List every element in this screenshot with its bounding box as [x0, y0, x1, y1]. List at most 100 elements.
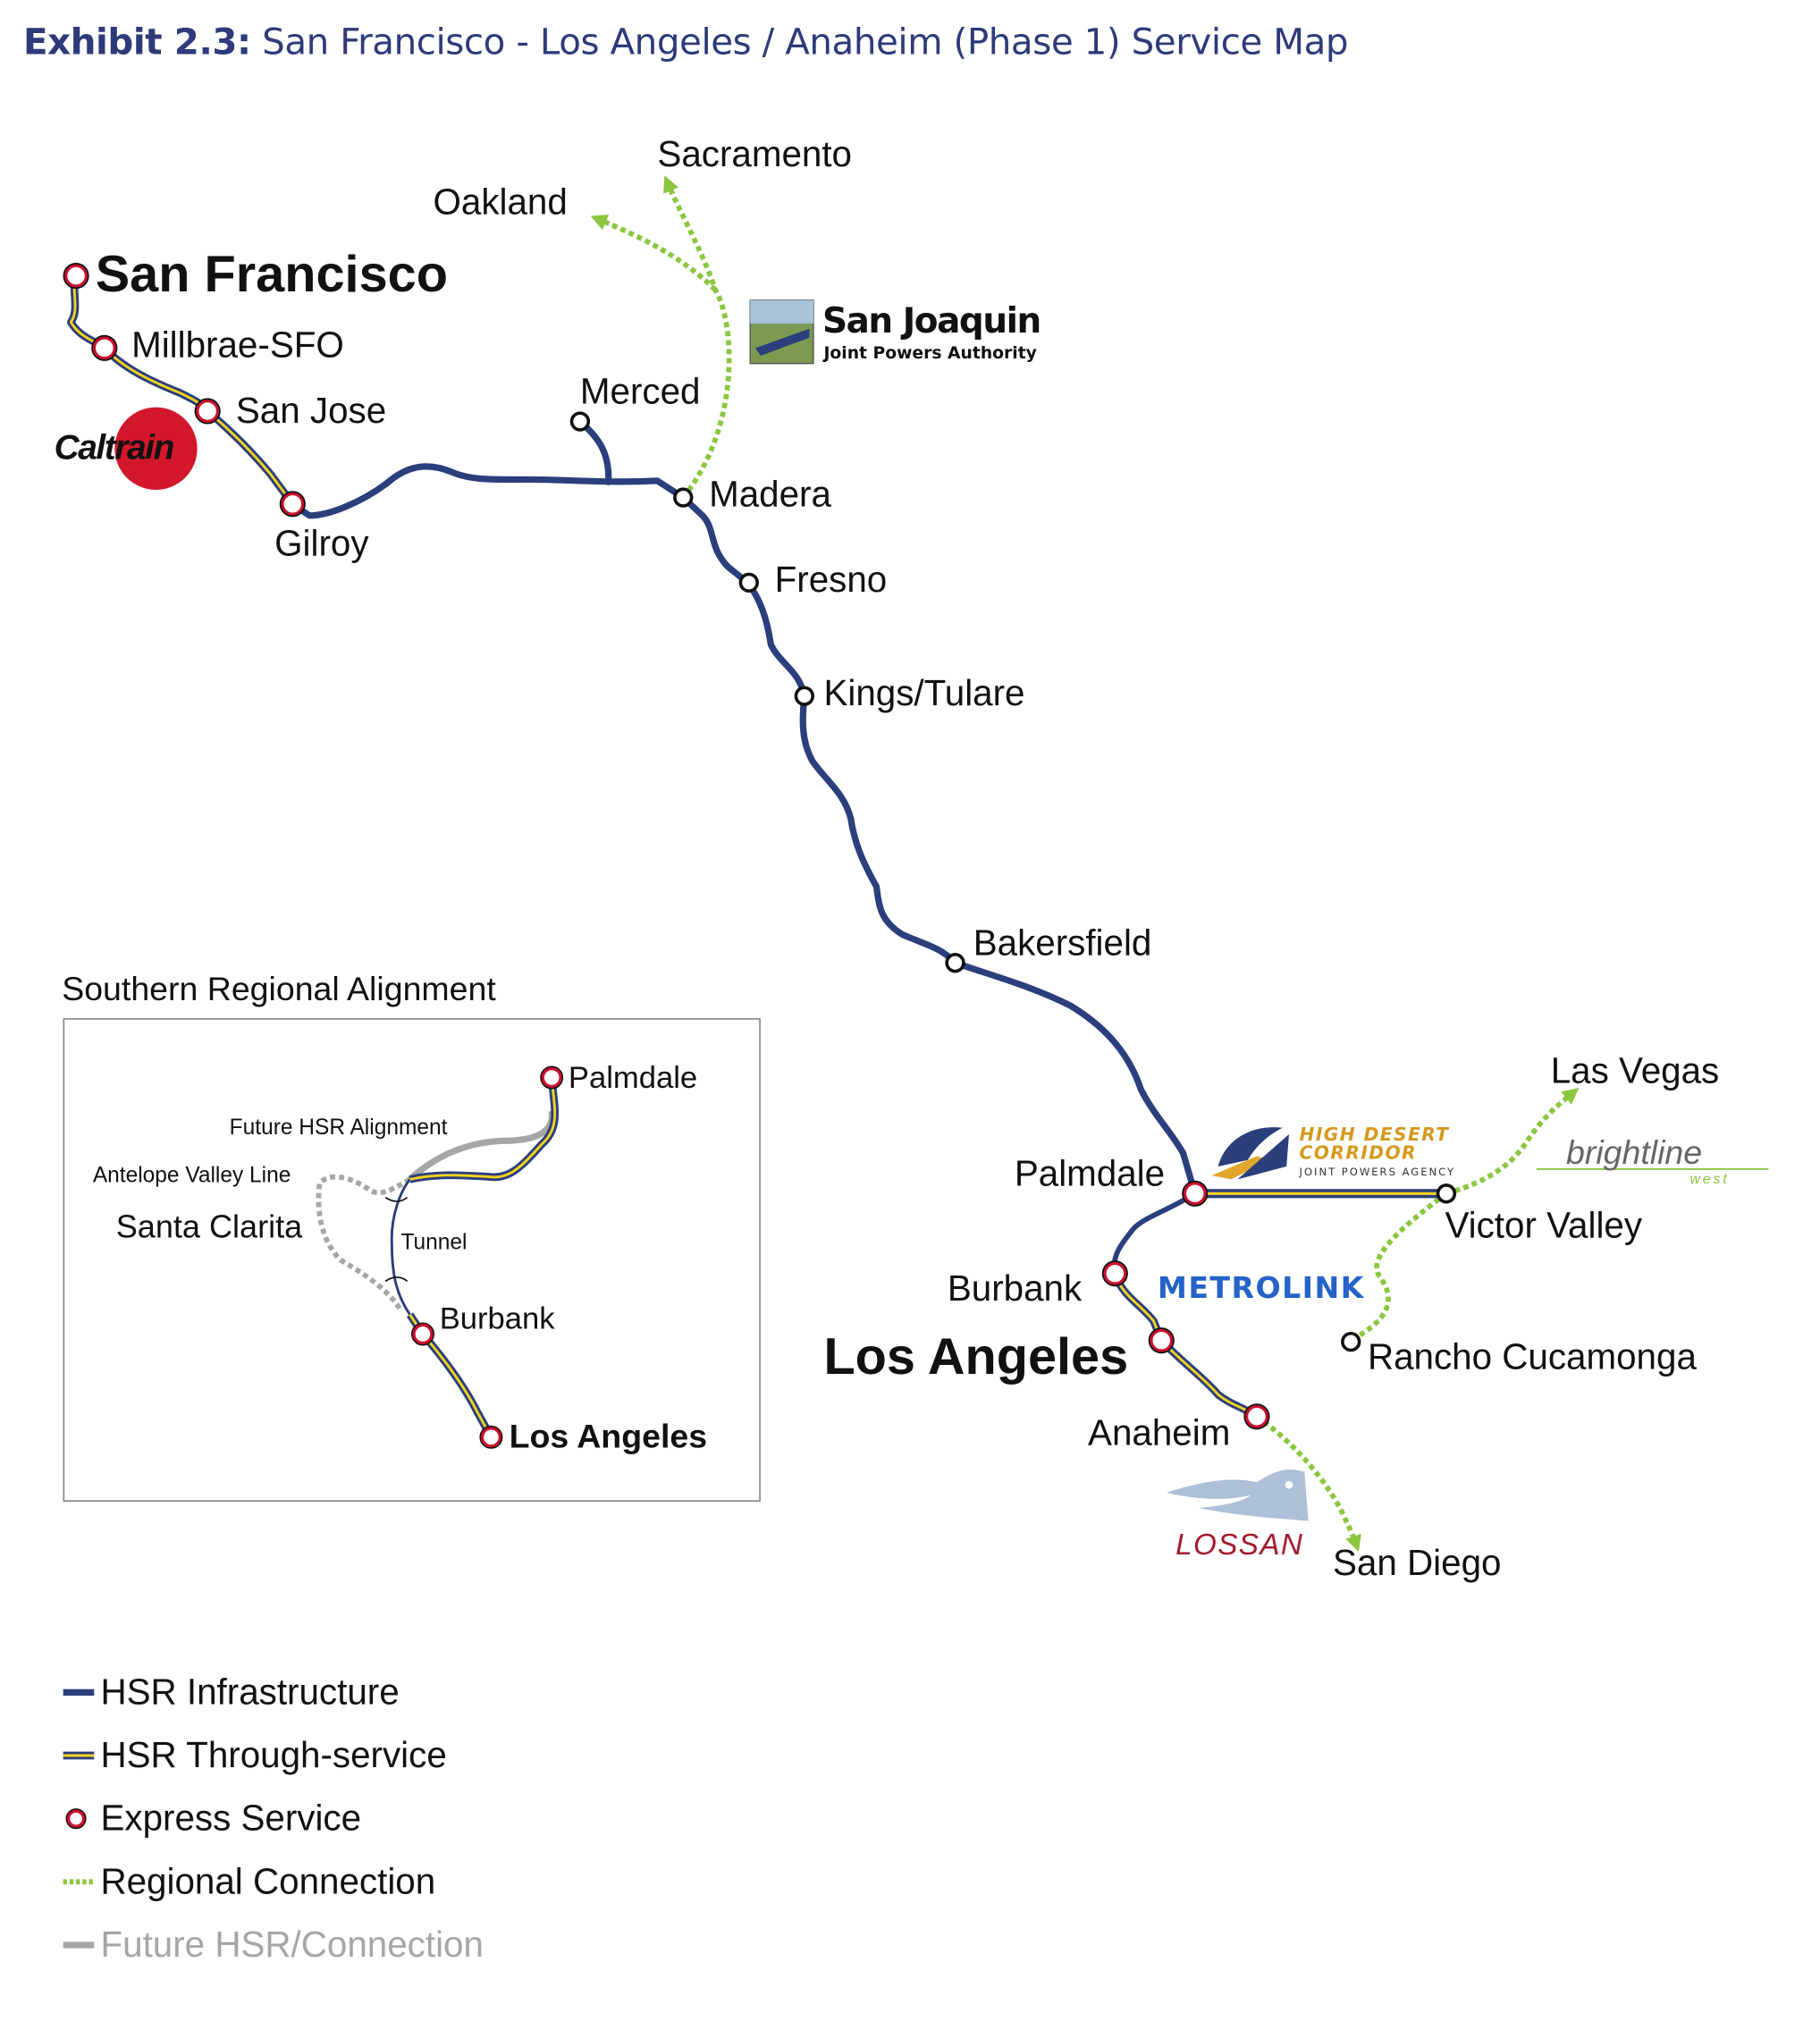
station-san-francisco-marker — [63, 264, 88, 288]
station-victor-valley-marker — [1436, 1183, 1457, 1204]
station-palmdale-marker — [1183, 1181, 1208, 1206]
caltrain-wordmark: Caltrain — [55, 428, 174, 467]
label-oakland: Oakland — [434, 181, 568, 222]
hsr-through-service — [66, 272, 1451, 1421]
inset-label-palmdale: Palmdale — [569, 1061, 697, 1095]
inset-label-burbank: Burbank — [440, 1302, 556, 1336]
legend-label: Future HSR/Connection — [100, 1924, 483, 1965]
regular-stations — [569, 411, 1457, 1352]
label-millbrae: Millbrae-SFO — [131, 324, 344, 365]
madera-oakland-connection — [590, 215, 718, 292]
label-san-diego: San Diego — [1333, 1542, 1501, 1583]
inset-label-santa-clarita: Santa Clarita — [116, 1208, 303, 1244]
hdc-line-2: Corridor — [1300, 1141, 1417, 1163]
inset-burbank-marker — [412, 1323, 434, 1345]
hdc-line-1: High Desert — [1300, 1124, 1451, 1145]
inset-label-future-hsr: Future HSR Alignment — [230, 1116, 448, 1140]
exhibit-caption: San Francisco - Los Angeles / Anaheim (P… — [262, 21, 1349, 63]
express-stations — [63, 264, 1269, 1429]
sf-gilroy-through-gold — [69, 274, 294, 506]
madera-palmdale-segment — [679, 494, 1199, 1197]
label-las-vegas: Las Vegas — [1551, 1049, 1719, 1090]
inset-label-antelope: Antelope Valley Line — [93, 1163, 291, 1187]
inset-title: Southern Regional Alignment — [62, 970, 496, 1007]
merced-spur — [577, 417, 612, 485]
inset-future-hsr-line — [408, 1110, 556, 1183]
lossan-logo: LOSSAN — [1167, 1469, 1309, 1562]
brightline-wordmark: brightline — [1566, 1133, 1702, 1171]
label-san-francisco: San Francisco — [96, 246, 448, 303]
legend-item-through-service: HSR Through-service — [63, 1734, 447, 1775]
victor-valley-lasvegas-connection — [1445, 1088, 1580, 1197]
station-san-jose-marker — [195, 399, 220, 424]
anaheim-sandiego-connection — [1255, 1414, 1361, 1553]
station-madera-marker — [673, 487, 694, 508]
caltrain-logo: Caltrain — [55, 407, 198, 490]
label-victor-valley: Victor Valley — [1445, 1204, 1642, 1245]
brightline-sub: west — [1689, 1172, 1729, 1187]
inset-palmdale-marker — [541, 1066, 563, 1089]
inset-label-tunnel: Tunnel — [400, 1230, 467, 1254]
inset-antelope-valley-line — [316, 1174, 411, 1310]
label-los-angeles: Los Angeles — [823, 1328, 1128, 1385]
label-san-jose: San Jose — [236, 390, 386, 431]
inset-la-marker — [480, 1426, 502, 1448]
station-los-angeles-marker — [1149, 1328, 1174, 1353]
station-gilroy-marker — [280, 492, 305, 517]
legend-item-future: Future HSR/Connection — [63, 1924, 484, 1965]
station-burbank-marker — [1102, 1261, 1127, 1286]
burbank-anaheim-through-gold — [1113, 1272, 1259, 1419]
hsr-infrastructure — [289, 417, 1199, 1197]
inset-label-los-angeles: Los Angeles — [510, 1417, 707, 1454]
inset-southern-alignment: Southern Regional Alignment Palmdale Fut… — [62, 970, 707, 1454]
exhibit-title: Exhibit 2.3: San Francisco - Los Angeles… — [22, 21, 1349, 63]
label-sacramento: Sacramento — [657, 133, 852, 174]
label-bakersfield: Bakersfield — [973, 922, 1152, 964]
legend: HSR Infrastructure HSR Through-service E… — [63, 1671, 484, 1965]
san-joaquin-logo: San Joaquin Joint Powers Authority — [749, 299, 1041, 365]
label-burbank: Burbank — [948, 1267, 1083, 1309]
lossan-wordmark: LOSSAN — [1175, 1528, 1303, 1562]
label-fresno: Fresno — [775, 559, 888, 600]
legend-label: HSR Infrastructure — [100, 1671, 399, 1712]
station-fresno-marker — [738, 572, 759, 593]
station-bakersfield-marker — [945, 952, 965, 973]
station-rancho-marker — [1341, 1331, 1361, 1352]
station-kings-tulare-marker — [794, 686, 814, 706]
inset-frame — [63, 1018, 761, 1502]
victor-valley-rancho-connection — [1349, 1191, 1448, 1343]
madera-sacramento-connection — [663, 175, 732, 500]
palmdale-burbank-hsr — [1111, 1191, 1198, 1276]
station-anaheim-marker — [1244, 1404, 1269, 1429]
brightline-west-logo: brightline west — [1536, 1133, 1769, 1187]
san-joaquin-name: San Joaquin — [822, 301, 1041, 341]
express-station-outlines — [63, 263, 1270, 1430]
high-desert-corridor-logo: High Desert Corridor JOINT POWERS AGENCY — [1211, 1124, 1456, 1180]
legend-item-infrastructure: HSR Infrastructure — [63, 1671, 400, 1712]
label-anaheim: Anaheim — [1088, 1411, 1230, 1453]
label-rancho-cucamonga: Rancho Cucamonga — [1368, 1335, 1697, 1377]
legend-item-regional: Regional Connection — [63, 1860, 435, 1901]
legend-label: Express Service — [100, 1798, 361, 1839]
regional-connections — [590, 175, 1580, 1553]
san-joaquin-subtitle: Joint Powers Authority — [822, 344, 1036, 363]
exhibit-number: Exhibit 2.3: — [22, 21, 251, 63]
label-merced: Merced — [580, 370, 701, 411]
inset-tunnel-line — [390, 1178, 411, 1316]
hdc-line-3: JOINT POWERS AGENCY — [1299, 1166, 1456, 1178]
label-madera: Madera — [709, 474, 831, 515]
label-gilroy: Gilroy — [274, 523, 369, 564]
station-labels: San Francisco Millbrae-SFO San Jose Gilr… — [96, 133, 1720, 1583]
gilroy-madera-segment — [289, 463, 687, 519]
legend-item-express: Express Service — [65, 1798, 361, 1839]
station-merced-marker — [569, 411, 591, 432]
label-palmdale: Palmdale — [1015, 1153, 1165, 1194]
legend-label: Regional Connection — [100, 1860, 435, 1901]
label-kings-tulare: Kings/Tulare — [823, 672, 1024, 713]
legend-label: HSR Through-service — [100, 1734, 446, 1775]
station-millbrae-marker — [92, 336, 117, 360]
metrolink-logo: METROLINK — [1158, 1270, 1365, 1305]
legend-red-ring-icon — [66, 1809, 86, 1829]
